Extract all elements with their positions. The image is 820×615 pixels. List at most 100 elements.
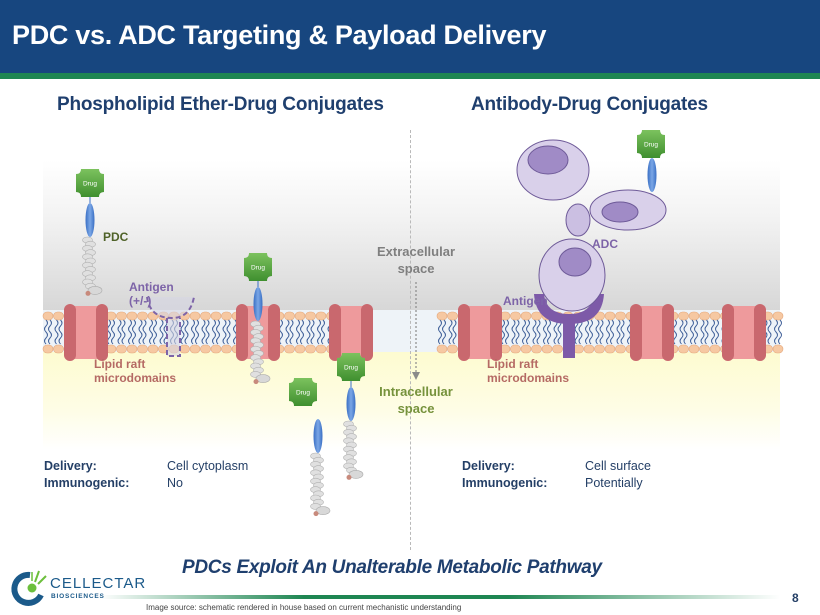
lipid-head — [42, 344, 54, 354]
lipid-tail — [599, 319, 604, 345]
lipid-head — [315, 311, 327, 321]
lipid-tail — [694, 319, 698, 345]
lipid-tail — [515, 319, 520, 345]
lipid-tail — [606, 319, 610, 345]
lipid-head — [541, 344, 553, 354]
lipid-tail — [159, 319, 164, 345]
logo-mark-icon — [11, 570, 47, 606]
lipid-tail — [595, 319, 600, 345]
lipid-tail — [505, 319, 509, 345]
lipid-head — [447, 311, 458, 321]
lipid-tail — [153, 319, 157, 345]
lipid-head — [210, 344, 222, 354]
info-value: Cell surface — [585, 459, 651, 473]
tagline: PDCs Exploit An Unalterable Metabolic Pa… — [182, 557, 602, 578]
drug-icon: Drug — [76, 169, 104, 197]
extracellular-region — [43, 160, 780, 310]
lipid-head — [53, 344, 64, 354]
lipid-head — [189, 344, 201, 354]
lipid-raft-icon — [64, 304, 108, 361]
extracellular-label-2: space — [397, 261, 435, 276]
lipid-tail — [138, 319, 143, 345]
antigen-dashed-icon — [146, 296, 195, 357]
lipid-tail — [536, 319, 541, 345]
lipid-raft-icon — [458, 304, 502, 361]
lipid-tail — [310, 319, 315, 345]
lipid-tail — [321, 319, 325, 345]
lipid-head — [583, 344, 595, 354]
lipid-head — [137, 344, 148, 354]
intracellular-label-2: space — [397, 401, 435, 416]
lipid-tail — [690, 319, 694, 345]
pdc-immunogenic-row: Immunogenic: No — [44, 475, 304, 492]
lipid-head — [510, 311, 521, 321]
lipid-tail — [679, 319, 684, 345]
lipid-head — [42, 311, 54, 321]
lipid-tail — [532, 319, 537, 345]
lipid-head — [210, 311, 222, 321]
lipid-tail — [774, 319, 778, 345]
lipid-head — [200, 311, 211, 321]
lipid-raft-icon — [630, 304, 674, 361]
info-key: Immunogenic: — [462, 476, 548, 490]
lipid-head — [604, 344, 616, 354]
lipid-tail — [212, 319, 216, 345]
footer-rule — [100, 595, 780, 599]
lipid-tail — [711, 319, 715, 345]
lipid-tail — [201, 319, 206, 345]
lipid-tail — [317, 319, 321, 345]
lipid-tail — [511, 319, 516, 345]
lipid-head — [688, 311, 700, 321]
lipid-raft-label-right-2: microdomains — [487, 371, 570, 385]
lipid-tail — [289, 319, 294, 345]
lipid-tail — [142, 319, 147, 345]
lipid-tail — [226, 319, 231, 345]
lipid-tail — [557, 319, 562, 345]
lipid-head — [678, 311, 689, 321]
lipid-head — [615, 344, 626, 354]
lipid-tail — [700, 319, 705, 345]
lipid-tail — [526, 319, 530, 345]
extracellular-label-1: Extracellular — [376, 244, 456, 259]
info-value: Cell cytoplasm — [167, 459, 249, 473]
drug-icon: Drug — [337, 353, 365, 381]
pdc-delivery-row: Delivery: Cell cytoplasm — [44, 458, 304, 475]
antigen-stem — [563, 318, 575, 358]
adc-section-title: Antibody-Drug Conjugates — [471, 94, 708, 115]
drug-icon: Drug — [637, 130, 665, 158]
lipid-tail — [184, 319, 189, 345]
info-value: Potentially — [585, 476, 643, 490]
panel-divider — [410, 130, 411, 550]
drug-label: Drug — [644, 142, 658, 149]
lipid-tail — [300, 319, 304, 345]
lipid-tail — [585, 319, 589, 345]
antigen-receptor-icon — [534, 294, 604, 324]
linker-icon — [647, 158, 657, 192]
lipid-head — [436, 311, 448, 321]
lipid-tail — [54, 319, 59, 345]
lipid-tail — [306, 319, 311, 345]
lipid-raft-label-left-1: Lipid raft — [94, 357, 146, 371]
lipid-tail — [44, 319, 48, 345]
page-number: 8 — [792, 591, 799, 605]
lipid-head — [709, 311, 721, 321]
linker-icon — [313, 419, 323, 453]
lipid-raft-icon — [329, 304, 373, 361]
lipid-head — [688, 344, 700, 354]
lipid-head — [126, 311, 138, 321]
lipid-head — [709, 344, 721, 354]
lipid-head — [436, 344, 448, 354]
lipid-tail — [589, 319, 593, 345]
lipid-tail — [149, 319, 153, 345]
drug-label: Drug — [83, 181, 97, 188]
drug-label: Drug — [296, 390, 310, 397]
lipid-tail — [128, 319, 132, 345]
lipid-head — [699, 311, 710, 321]
adc-delivery-row: Delivery: Cell surface — [462, 458, 722, 475]
lipid-tail — [191, 319, 195, 345]
lipid-head — [520, 344, 532, 354]
lipid-tail — [715, 319, 719, 345]
lipid-tail — [222, 319, 227, 345]
lipid-raft-label-right-1: Lipid raft — [487, 357, 539, 371]
